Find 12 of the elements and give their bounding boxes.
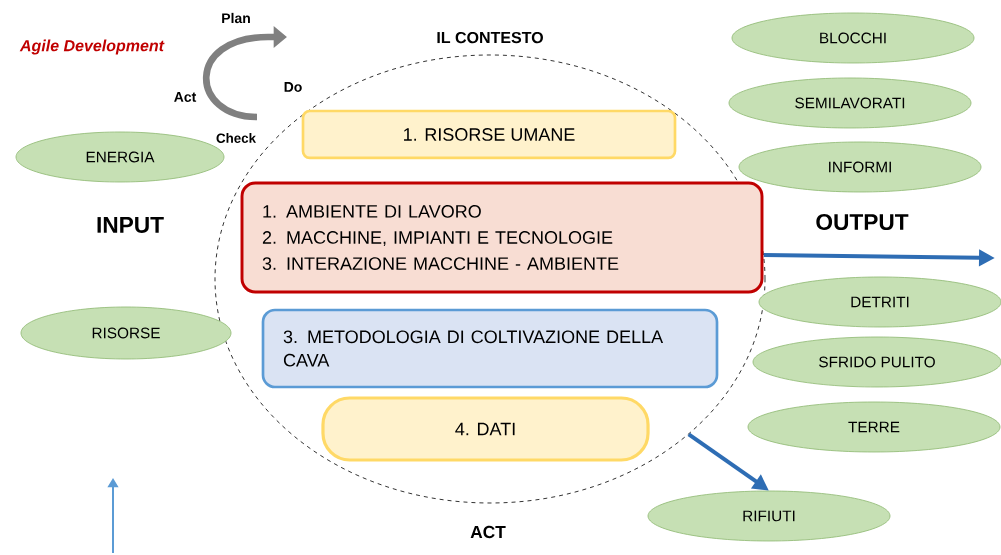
process-box: 4. DATI bbox=[321, 396, 650, 462]
section-label: ACT bbox=[470, 525, 506, 539]
cycle-label: Do bbox=[284, 82, 302, 92]
node-label: IL CONTESTO bbox=[437, 31, 543, 44]
cycle-label: Act bbox=[174, 92, 197, 102]
section-label: INPUT bbox=[97, 217, 164, 233]
title-text: Agile Development bbox=[19, 39, 165, 55]
cycle-label: Plan bbox=[222, 12, 250, 24]
section-label: OUTPUT bbox=[816, 213, 909, 230]
process-box: 1. AMBIENTE DI LAVORO 2. MACCHINE, IMPIANTI E TECNOLOGIE 3. INTERAZIONE MACCHINE - AMBIENTE bbox=[240, 181, 764, 294]
process-box: 3. METODOLOGIA DI COLTIVAZIONE DELLA CAVA bbox=[261, 308, 719, 389]
process-box: 1. RISORSE UMANE bbox=[301, 109, 677, 160]
